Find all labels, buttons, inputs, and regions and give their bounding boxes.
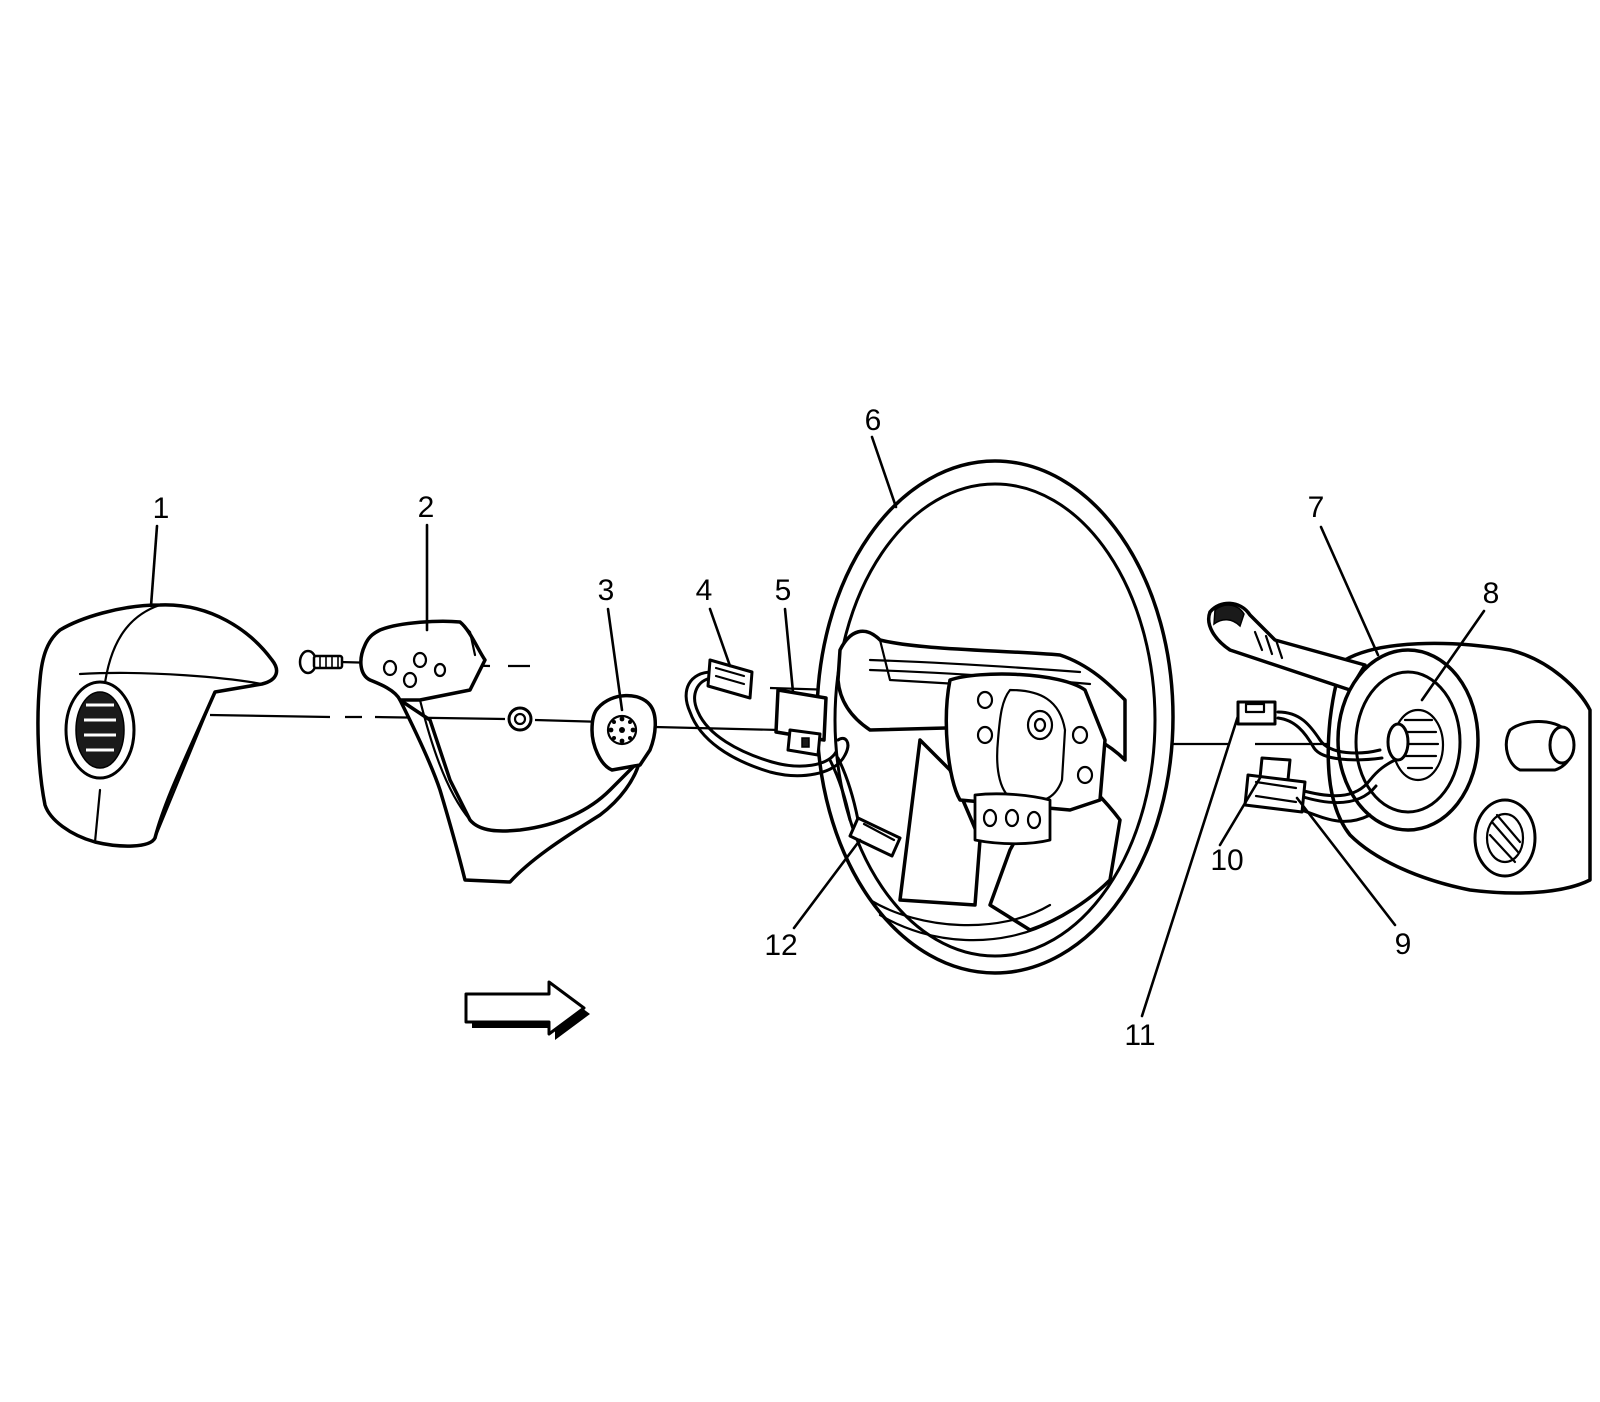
connector-9 bbox=[1243, 773, 1307, 814]
callout-6: 6 bbox=[865, 404, 882, 437]
callout-7: 7 bbox=[1308, 491, 1325, 524]
bolt bbox=[298, 649, 344, 675]
callout-1: 1 bbox=[153, 492, 170, 525]
leader-lines bbox=[149, 435, 1486, 1018]
callout-5: 5 bbox=[775, 574, 792, 607]
connector-11 bbox=[1236, 700, 1277, 726]
callout-3: 3 bbox=[598, 574, 615, 607]
connector-4 bbox=[706, 658, 754, 700]
connector-5 bbox=[774, 688, 828, 757]
clockspring bbox=[1336, 648, 1480, 832]
callout-11: 11 bbox=[1124, 1019, 1155, 1052]
cadillac-emblem-icon bbox=[64, 680, 136, 780]
callouts: 1 2 3 4 5 6 7 8 9 10 11 12 bbox=[153, 404, 1500, 1052]
callout-2: 2 bbox=[418, 491, 435, 524]
airbag-module bbox=[36, 603, 279, 848]
steering-wheel bbox=[815, 459, 1175, 975]
steering-wheel-trim-cover bbox=[359, 619, 642, 884]
callout-10: 10 bbox=[1210, 844, 1243, 877]
steering-wheel-control-switch bbox=[590, 693, 657, 772]
callout-12: 12 bbox=[764, 929, 797, 962]
callout-4: 4 bbox=[696, 574, 713, 607]
callout-8: 8 bbox=[1483, 577, 1500, 610]
wiring-harness bbox=[684, 670, 860, 822]
right-arrow-icon bbox=[464, 980, 590, 1040]
connector-12 bbox=[848, 816, 902, 858]
callout-9: 9 bbox=[1395, 928, 1412, 961]
nut bbox=[507, 706, 533, 732]
